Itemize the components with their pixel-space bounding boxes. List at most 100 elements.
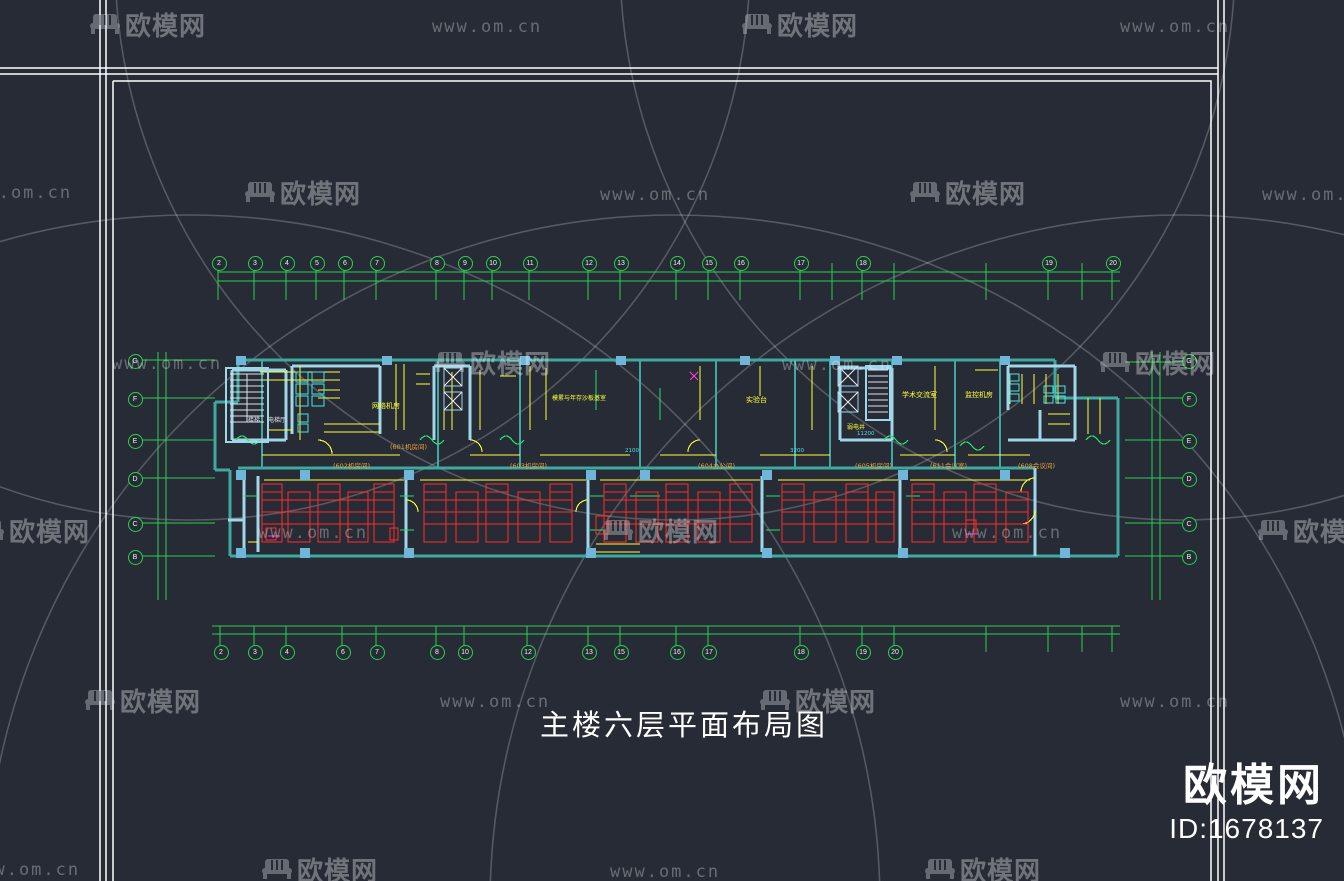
brand-watermark-text: 欧模网 [638,518,720,548]
sofa-icon [1100,352,1130,373]
cad-text-label: 网络机房 [372,402,400,410]
grid-bubble: E [1181,433,1197,449]
grid-bubble: G [1181,353,1197,369]
cad-text-label: 2100 [625,448,639,454]
sofa-icon [925,859,955,880]
grid-bubble: 10 [485,255,501,271]
sofa-icon [262,859,292,880]
site-watermark-text: www.om.cn [440,692,551,712]
grid-bubble: G [127,353,143,369]
grid-bubble: 16 [733,255,749,271]
cad-text-label: (605机房间) [855,462,892,470]
site-watermark-text: www.om.cn [1262,185,1344,205]
grid-bubble: F [127,391,143,407]
brand-watermark-text: 欧模网 [795,688,877,718]
sofa-icon [1258,520,1288,541]
site-watermark-text: www.om.cn [1120,692,1231,712]
grid-bubble: C [127,516,143,532]
cad-text-label: 3200 [790,448,804,454]
cad-text-label: 电梯厅 [268,417,287,424]
grid-bubble: 20 [887,644,903,660]
sofa-icon [245,182,275,203]
grid-bubble: B [127,549,143,565]
grid-bubble: 5 [309,255,325,271]
brand-watermark: 欧模网 [760,682,876,719]
grid-bubble: D [127,471,143,487]
brand-watermark-text: 欧模网 [125,12,207,42]
grid-bubble: 8 [429,644,445,660]
site-watermark-text: www.om.cn [952,523,1063,543]
grid-bubble: E [127,433,143,449]
grid-bubble: 15 [701,255,717,271]
brand-watermark-text: 欧模网 [470,350,552,380]
grid-bubble: 10 [457,644,473,660]
brand-watermark-text: 欧模网 [280,180,362,210]
grid-bubble: 9 [457,255,473,271]
grid-bubble: B [1181,549,1197,565]
sofa-icon [0,520,4,541]
grid-bubble: 13 [613,255,629,271]
brand-watermark: 欧模网 [910,174,1026,211]
sofa-icon [90,14,120,35]
brand-watermark-text: 欧模网 [1293,518,1344,548]
cad-text-label: 实验台 [746,396,767,404]
asset-id-label: ID:1678137 [1169,813,1324,844]
grid-bubble: 4 [279,255,295,271]
grid-bubble: 2 [211,255,227,271]
brand-watermark-text: 欧模网 [1135,350,1217,380]
site-watermark-text: www.om.cn [0,860,81,880]
brand-watermark: 欧模网 [85,682,201,719]
cad-text-label: 模累与年存沙板基室 [552,395,607,402]
brand-watermark: 欧模网 [925,851,1041,881]
grid-bubble: 8 [429,255,445,271]
brand-watermark-text: 欧模网 [9,518,91,548]
cad-text-label: 弱电井 [847,424,866,431]
grid-bubble: 4 [279,644,295,660]
grid-bubble: 12 [520,644,536,660]
grid-bubble: F [1181,391,1197,407]
cad-text-label: (604办公间) [698,462,735,470]
grid-bubble: 2 [213,644,229,660]
brand-block: 欧模网 ID:1678137 [1169,762,1324,845]
grid-bubble: 16 [669,644,685,660]
site-watermark-text: www.om.cn [432,17,543,37]
grid-bubble: 3 [247,255,263,271]
cad-text-label: (608会议间) [1018,462,1055,470]
cad-text-label: 监控机房 [965,391,993,399]
grid-bubble: 6 [337,255,353,271]
grid-bubble: 7 [369,255,385,271]
sofa-icon [435,352,465,373]
sofa-icon [85,690,115,711]
sofa-icon [742,14,772,35]
grid-bubble: 6 [335,644,351,660]
site-watermark-text: www.om.cn [1120,17,1231,37]
grid-bubble: 7 [369,644,385,660]
grid-bubble: 19 [855,644,871,660]
site-watermark-text: www.om.cn [0,183,73,203]
grid-bubble: 19 [1041,255,1057,271]
grid-bubble: 3 [247,644,263,660]
site-watermark-text: www.om.cn [600,185,711,205]
grid-bubble: 20 [1105,255,1121,271]
grid-bubble: 11 [522,255,538,271]
sofa-icon [760,690,790,711]
brand-watermark: 欧模网 [1100,344,1216,381]
brand-watermark-text: 欧模网 [297,857,379,881]
brand-watermark-text: 欧模网 [777,12,859,42]
site-watermark-text: www.om.cn [112,354,223,374]
grid-bubble: 17 [701,644,717,660]
grid-bubble: 14 [669,255,685,271]
brand-watermark: 欧模网 [603,512,719,549]
brand-watermark-text: 欧模网 [120,688,202,718]
grid-bubble: D [1181,471,1197,487]
grid-bubble: 12 [581,255,597,271]
grid-bubble: 15 [613,644,629,660]
grid-bubble: 17 [793,255,809,271]
site-watermark-text: www.om.cn [782,355,893,375]
cad-text-label: 11200 [857,431,875,437]
brand-watermark: 欧模网 [0,512,90,549]
brand-watermark: 欧模网 [90,6,206,43]
cad-text-label: (602机房间) [333,462,370,470]
